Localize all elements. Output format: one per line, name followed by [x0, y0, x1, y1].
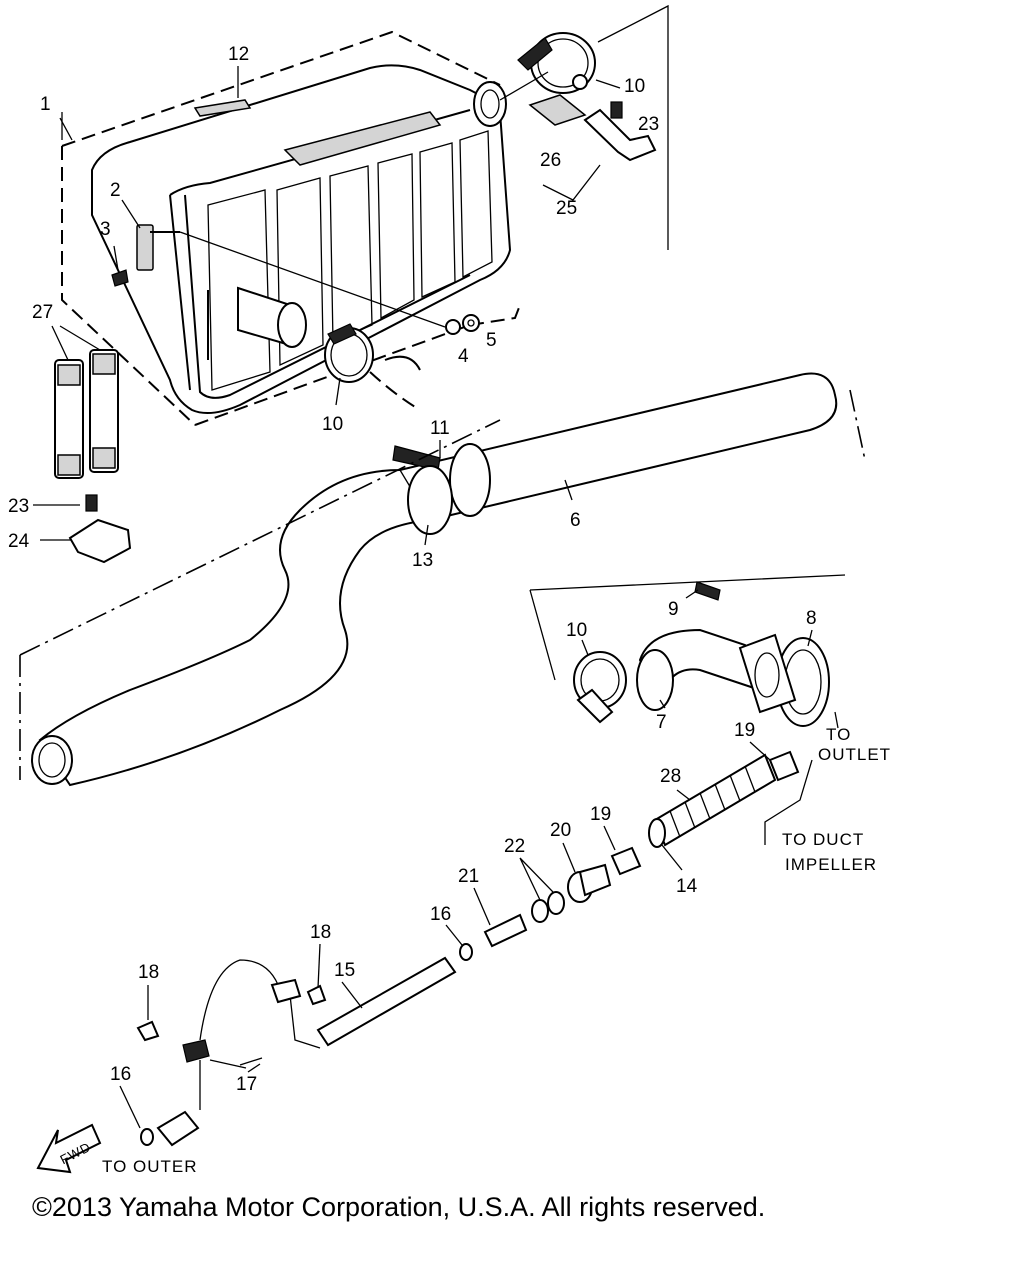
callout-20: 20 — [550, 820, 571, 841]
part-19-clip-lower — [610, 846, 642, 876]
part-28-bellows — [648, 753, 777, 848]
callout-5: 5 — [486, 330, 497, 351]
part-10-clamp-middle — [324, 323, 374, 383]
part-19-clip-upper — [768, 750, 800, 782]
callout-12: 12 — [228, 44, 249, 65]
callout-10-lower: 10 — [566, 620, 587, 641]
part-23-bolt-top — [610, 101, 623, 119]
note-to-duct-line2: IMPELLER — [785, 855, 877, 874]
callout-10-top: 10 — [624, 76, 645, 97]
callout-labels: 1 2 3 4 5 6 7 8 9 10 10 10 11 12 13 14 1… — [8, 44, 817, 1095]
callout-17: 17 — [236, 1074, 257, 1095]
part-17-hose-loop — [182, 959, 321, 1110]
note-to-outlet-line1: TO — [826, 725, 851, 744]
part-18-plug-left — [136, 1020, 160, 1042]
callout-18-right: 18 — [310, 922, 331, 943]
callout-19-upper: 19 — [734, 720, 755, 741]
callout-22: 22 — [504, 836, 525, 857]
part-5-nut — [462, 314, 480, 332]
note-to-outlet-line2: OUTLET — [818, 745, 891, 764]
part-27-strap-left — [54, 359, 84, 479]
part-10-clamp-lower — [573, 651, 627, 724]
part-12-pad — [193, 99, 252, 117]
callout-16-lower: 16 — [110, 1064, 131, 1085]
callout-2: 2 — [110, 180, 121, 201]
callout-23-left: 23 — [8, 496, 29, 517]
callout-25: 25 — [556, 198, 577, 219]
callout-11: 11 — [430, 418, 450, 439]
callout-leaders — [33, 66, 813, 1129]
part-16-clip-lower — [140, 1128, 154, 1146]
callout-1: 1 — [40, 94, 51, 115]
copyright-notice: ©2013 Yamaha Motor Corporation, U.S.A. A… — [32, 1192, 766, 1222]
callout-14: 14 — [676, 876, 698, 897]
part-22-washers — [531, 891, 565, 923]
airbox-body — [91, 64, 512, 415]
part-11-clamp — [392, 443, 491, 517]
callout-4: 4 — [458, 346, 469, 367]
part-2-bracket — [136, 224, 180, 271]
part-4-washer — [445, 319, 461, 335]
part-21-fitting — [483, 913, 528, 948]
part-3-screw — [111, 269, 129, 287]
part-9-bolt — [694, 581, 721, 601]
to-duct-leader — [764, 759, 813, 845]
part-26-plate — [528, 94, 587, 126]
callout-27: 27 — [32, 302, 53, 323]
part-23-bolt-left — [85, 494, 98, 512]
callout-16-upper: 16 — [430, 904, 451, 925]
callout-3: 3 — [100, 219, 111, 240]
callout-19-lower: 19 — [590, 804, 611, 825]
note-to-outer: TO OUTER — [102, 1157, 198, 1176]
note-to-duct-line1: TO DUCT — [782, 830, 864, 849]
callout-15: 15 — [334, 960, 355, 981]
part-10-clamp-top — [517, 32, 596, 94]
callout-13: 13 — [412, 550, 433, 571]
lower-hose-stub — [156, 1110, 200, 1147]
callout-21: 21 — [458, 866, 479, 887]
airbox-assembly-outline — [61, 4, 669, 426]
part-15-hose — [316, 956, 457, 1047]
part-8-gasket — [776, 637, 830, 727]
callout-24: 24 — [8, 531, 30, 552]
callout-6: 6 — [570, 510, 581, 531]
callout-23-top: 23 — [638, 114, 659, 135]
callout-7: 7 — [656, 712, 667, 733]
fwd-arrow-icon — [36, 1123, 102, 1174]
part-13-hose-band — [407, 465, 453, 535]
callout-8: 8 — [806, 608, 817, 629]
part-24-bracket — [68, 518, 132, 564]
elbow-flange — [738, 633, 797, 714]
callout-9: 9 — [668, 599, 679, 620]
callout-18-left: 18 — [138, 962, 159, 983]
part-27-strap-right — [89, 349, 119, 473]
part-20-fitting — [567, 863, 612, 903]
callout-26: 26 — [540, 150, 561, 171]
part-25-bracket — [583, 108, 657, 162]
callout-10-middle: 10 — [322, 414, 343, 435]
part-18-plug-right — [306, 984, 327, 1006]
part-7-elbow — [636, 628, 762, 711]
part-16-clip-upper — [459, 943, 473, 961]
callout-28: 28 — [660, 766, 681, 787]
